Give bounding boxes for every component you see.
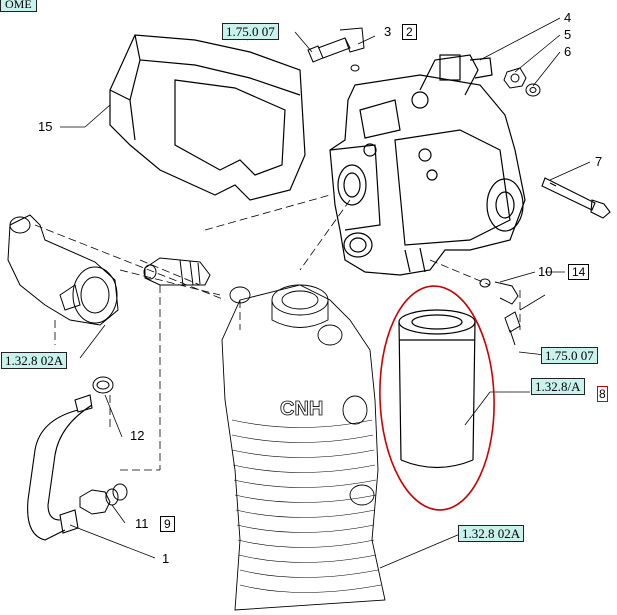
filter-highlight-ring [379, 285, 495, 511]
fitting-part-3 [307, 27, 365, 72]
callout-5: 5 [564, 27, 572, 42]
callout-11: 11 [135, 516, 149, 531]
filter-cartridge-part-8 [398, 309, 476, 469]
callout-10: 10 [538, 264, 553, 279]
callout-1: 1 [162, 551, 170, 566]
guard-cover-part [109, 34, 306, 201]
dashed-guides [34, 194, 521, 471]
ref-link-filter[interactable]: 1.32.8/A [531, 378, 585, 395]
filter-housing-part [221, 284, 386, 611]
elbow-fitting-part-10 [479, 278, 521, 346]
callout-14: 14 [568, 264, 590, 280]
callout-3: 3 [384, 24, 392, 39]
ref-link-top[interactable]: 1.75.0 07 [222, 23, 279, 40]
elbow-assembly-part [7, 214, 119, 326]
hydraulic-pump-part [329, 54, 526, 276]
callout-12: 12 [130, 428, 145, 443]
fitting-part-11 [79, 483, 128, 515]
fitting-part-upper [143, 257, 211, 286]
cnh-brand-text: CNH [280, 398, 323, 420]
hose-clamp-part-12 [92, 376, 114, 394]
callout-15: 15 [38, 119, 53, 134]
callout-6: 6 [564, 44, 572, 59]
callout-4: 4 [564, 10, 572, 25]
callout-leaders [60, 17, 591, 569]
washer-part-6 [525, 83, 541, 97]
ref-link-bottom[interactable]: 1.32.8 02A [458, 525, 525, 542]
hose-part-1 [27, 394, 93, 541]
callout-2: 2 [402, 24, 417, 40]
home-link[interactable]: OME [0, 0, 37, 12]
callout-7: 7 [595, 154, 603, 169]
ref-link-left[interactable]: 1.32.8 02A [1, 352, 68, 369]
bolt-part-7 [541, 177, 611, 219]
callout-8[interactable]: 8 [597, 386, 608, 402]
ref-link-right-mid[interactable]: 1.75.0 07 [541, 347, 598, 364]
callout-9: 9 [160, 516, 175, 532]
nut-part-5 [503, 67, 527, 89]
